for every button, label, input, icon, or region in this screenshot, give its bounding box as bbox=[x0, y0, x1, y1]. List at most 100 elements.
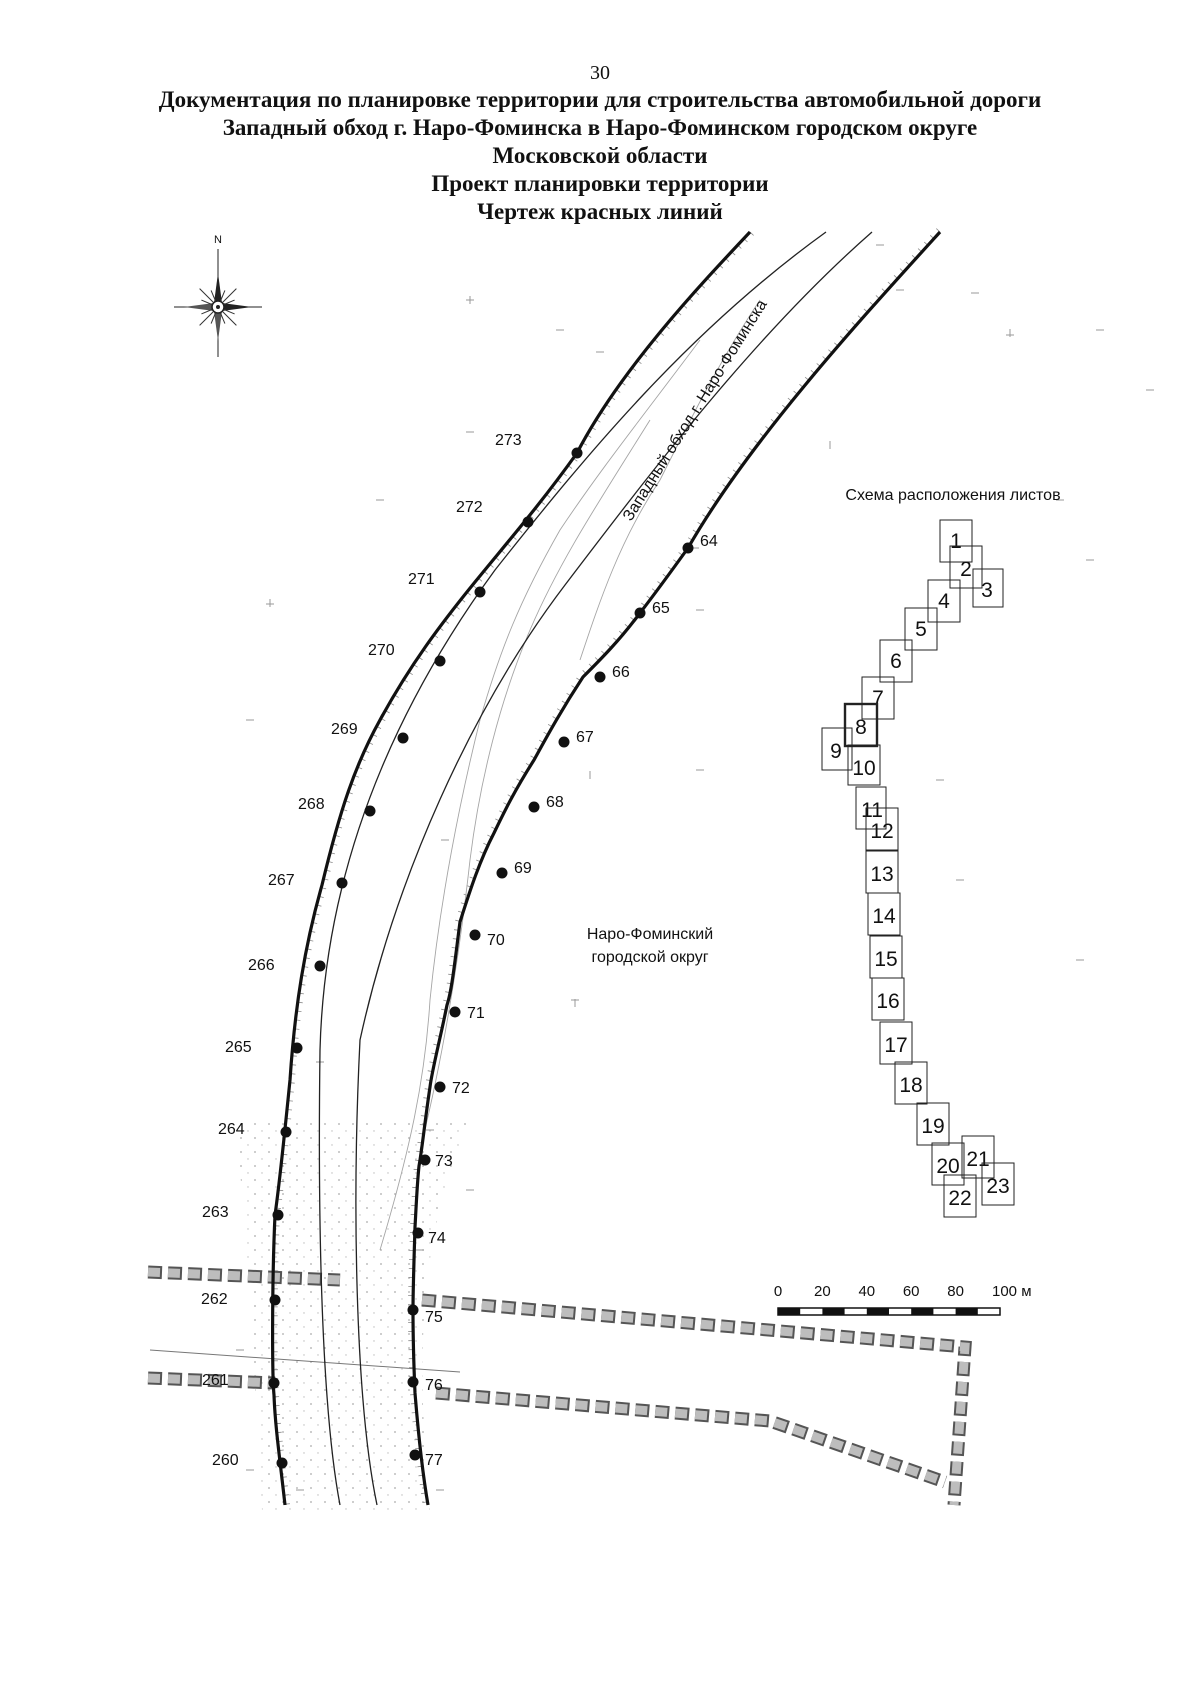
scale-tick-label: 80 bbox=[947, 1283, 964, 1300]
sheet-number-16: 16 bbox=[876, 990, 899, 1013]
sheet-number-15: 15 bbox=[874, 948, 897, 971]
scale-tick-label: 100 м bbox=[992, 1283, 1032, 1300]
page-number: 30 bbox=[590, 62, 610, 84]
point-marker-66 bbox=[594, 671, 606, 683]
sheet-number-21: 21 bbox=[966, 1148, 989, 1171]
title-line-5: Чертеж красных линий bbox=[477, 199, 723, 224]
sheet-number-20: 20 bbox=[936, 1155, 959, 1178]
sheet-frame-19 bbox=[916, 1102, 950, 1146]
point-marker-70 bbox=[469, 929, 481, 941]
sheet-frame-18 bbox=[894, 1061, 928, 1105]
sheet-frame-9 bbox=[821, 727, 853, 771]
sheet-number-6: 6 bbox=[890, 650, 902, 673]
point-label-272: 272 bbox=[456, 499, 483, 516]
scale-tick-label: 0 bbox=[774, 1283, 782, 1300]
point-label-70: 70 bbox=[487, 932, 505, 949]
red-line-left bbox=[271, 230, 752, 1506]
topo-sketch-lines bbox=[236, 228, 1154, 1505]
point-marker-76 bbox=[407, 1376, 419, 1388]
sheet-number-13: 13 bbox=[870, 863, 893, 886]
point-label-75: 75 bbox=[425, 1309, 443, 1326]
point-marker-262 bbox=[269, 1294, 281, 1306]
scale-bar-segment bbox=[822, 1308, 845, 1315]
point-label-76: 76 bbox=[425, 1377, 443, 1394]
title-line-4: Проект планировки территории bbox=[431, 171, 769, 196]
point-marker-69 bbox=[496, 867, 508, 879]
point-label-64: 64 bbox=[700, 533, 718, 550]
point-marker-267 bbox=[336, 877, 348, 889]
sheet-number-7: 7 bbox=[872, 687, 884, 710]
road-edge-line-left bbox=[318, 231, 827, 1506]
area-label-line-2: городской округ bbox=[591, 949, 708, 966]
point-marker-273 bbox=[571, 447, 583, 459]
point-label-271: 271 bbox=[408, 571, 435, 588]
point-marker-72 bbox=[434, 1081, 446, 1093]
road-edge-line-right bbox=[355, 231, 873, 1506]
point-marker-271 bbox=[474, 586, 486, 598]
point-label-268: 268 bbox=[298, 796, 325, 813]
sheet-frame-22 bbox=[943, 1174, 977, 1218]
point-marker-68 bbox=[528, 801, 540, 813]
north-arrow-icon: N bbox=[174, 234, 262, 357]
point-marker-75 bbox=[407, 1304, 419, 1316]
sheet-number-10: 10 bbox=[852, 757, 875, 780]
scale-bar-segment bbox=[955, 1308, 978, 1315]
point-marker-268 bbox=[364, 805, 376, 817]
point-marker-77 bbox=[409, 1449, 421, 1461]
point-marker-261 bbox=[268, 1377, 280, 1389]
district-boundary bbox=[147, 1265, 972, 1506]
sheet-number-22: 22 bbox=[948, 1187, 971, 1210]
point-label-269: 269 bbox=[331, 721, 358, 738]
sheet-number-4: 4 bbox=[938, 590, 950, 613]
point-marker-65 bbox=[634, 607, 646, 619]
sheet-number-3: 3 bbox=[981, 579, 993, 602]
point-label-265: 265 bbox=[225, 1039, 252, 1056]
sheet-frame-16 bbox=[871, 977, 905, 1021]
sheet-number-5: 5 bbox=[915, 618, 927, 641]
sheet-number-19: 19 bbox=[921, 1115, 944, 1138]
sheet-number-9: 9 bbox=[830, 740, 842, 763]
sheet-number-14: 14 bbox=[872, 905, 896, 928]
sheet-frame-2 bbox=[949, 545, 983, 589]
sheet-frame-4 bbox=[927, 579, 961, 623]
left-point-markers: 2732722712702692682672662652642632622612… bbox=[201, 432, 583, 1469]
point-marker-265 bbox=[291, 1042, 303, 1054]
point-label-74: 74 bbox=[428, 1230, 446, 1247]
point-label-270: 270 bbox=[368, 642, 395, 659]
point-marker-272 bbox=[522, 516, 534, 528]
title-line-1: Документация по планировке территории дл… bbox=[158, 87, 1042, 112]
sheet-frame-23 bbox=[981, 1162, 1015, 1206]
title-line-2: Западный обход г. Наро-Фоминска в Наро-Ф… bbox=[222, 115, 978, 140]
point-label-77: 77 bbox=[425, 1452, 443, 1469]
point-label-263: 263 bbox=[202, 1204, 229, 1221]
point-marker-74 bbox=[412, 1227, 424, 1239]
construction-zone bbox=[232, 1120, 470, 1510]
sheet-frame-17 bbox=[879, 1021, 913, 1065]
point-marker-264 bbox=[280, 1126, 292, 1138]
sheet-frame-12 bbox=[865, 807, 899, 851]
point-label-68: 68 bbox=[546, 794, 564, 811]
point-label-261: 261 bbox=[202, 1372, 229, 1389]
sheet-number-18: 18 bbox=[899, 1074, 922, 1097]
area-label-line-1: Наро-Фоминский bbox=[587, 926, 713, 943]
sheet-frame-6 bbox=[879, 639, 913, 683]
road-name-label: Западный обход г. Наро-Фоминска bbox=[620, 297, 771, 524]
sheet-frame-21 bbox=[961, 1135, 995, 1179]
point-label-264: 264 bbox=[218, 1121, 245, 1138]
scale-tick-label: 40 bbox=[858, 1283, 875, 1300]
sheet-number-11: 11 bbox=[861, 799, 883, 822]
point-label-266: 266 bbox=[248, 957, 275, 974]
point-label-69: 69 bbox=[514, 860, 532, 877]
red-line-right bbox=[411, 230, 942, 1506]
sheet-number-23: 23 bbox=[986, 1175, 1009, 1198]
point-label-65: 65 bbox=[652, 600, 670, 617]
sheet-number-8: 8 bbox=[855, 716, 867, 739]
sheet-frame-10 bbox=[847, 744, 881, 786]
point-marker-73 bbox=[419, 1154, 431, 1166]
point-label-262: 262 bbox=[201, 1291, 228, 1308]
point-label-67: 67 bbox=[576, 729, 594, 746]
point-label-66: 66 bbox=[612, 664, 630, 681]
